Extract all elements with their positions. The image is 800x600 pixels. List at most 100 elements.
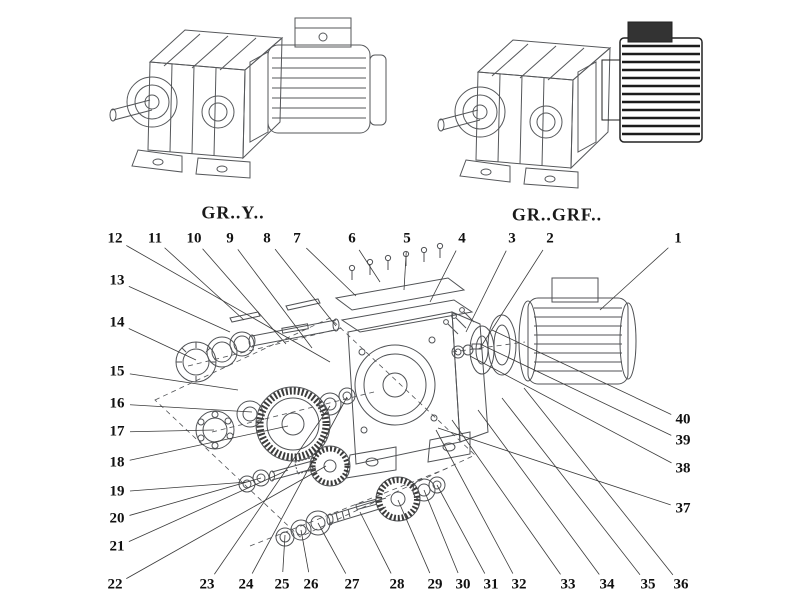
- callout-28: 28: [389, 576, 405, 593]
- leader-line-23: [214, 405, 331, 575]
- callout-40: 40: [675, 411, 691, 428]
- leader-line-12: [126, 245, 331, 363]
- callout-27: 27: [344, 576, 360, 593]
- leader-line-5: [403, 251, 407, 291]
- leader-line-10: [202, 248, 287, 345]
- variant-label-gr-y: GR..Y..: [201, 202, 265, 223]
- mounting-feet: [459, 159, 579, 189]
- leader-line-6: [358, 249, 381, 283]
- electric-motor: [249, 17, 387, 143]
- lower-shaft-group: [275, 476, 446, 547]
- leader-line-18: [129, 425, 289, 461]
- leader-line-27: [317, 522, 347, 574]
- callout-31: 31: [483, 576, 499, 593]
- callout-18: 18: [109, 454, 125, 471]
- callout-33: 33: [560, 576, 576, 593]
- callout-5: 5: [403, 230, 411, 247]
- leader-line-21: [128, 469, 289, 543]
- variant-label-gr-grf: GR..GRF..: [511, 204, 603, 225]
- leader-line-35: [501, 397, 641, 575]
- callout-34: 34: [599, 576, 615, 593]
- leader-line-8: [274, 248, 337, 327]
- leader-line-26: [300, 529, 310, 573]
- callout-15: 15: [109, 363, 125, 380]
- callout-32: 32: [511, 576, 527, 593]
- motor-assembly: [443, 277, 637, 385]
- leader-line-39: [479, 343, 672, 436]
- gear-housing: [345, 311, 489, 479]
- leader-line-19: [129, 481, 248, 492]
- leader-line-22: [126, 465, 327, 579]
- callout-10: 10: [186, 230, 202, 247]
- leader-line-17: [129, 429, 215, 433]
- leader-line-30: [423, 489, 459, 574]
- output-shaft: [109, 76, 178, 128]
- callout-23: 23: [199, 576, 215, 593]
- callout-39: 39: [675, 432, 691, 449]
- leader-line-20: [129, 477, 262, 516]
- callout-11: 11: [147, 230, 163, 247]
- callout-14: 14: [109, 314, 125, 331]
- callout-16: 16: [109, 395, 125, 412]
- output-shaft-group: [175, 298, 340, 383]
- pinion-shaft-group: [238, 445, 351, 493]
- callout-4: 4: [458, 230, 466, 247]
- leader-line-24: [251, 396, 348, 574]
- callout-22: 22: [107, 576, 123, 593]
- callout-17: 17: [109, 423, 125, 440]
- leader-line-7: [306, 247, 357, 297]
- leader-line-16: [129, 404, 253, 413]
- leader-line-9: [237, 249, 313, 349]
- callout-30: 30: [455, 576, 471, 593]
- leader-line-37: [437, 427, 671, 506]
- gearbox-housing: [147, 29, 284, 160]
- leader-line-25: [282, 534, 286, 573]
- callout-3: 3: [508, 230, 516, 247]
- callout-12: 12: [107, 230, 123, 247]
- leader-line-14: [128, 328, 197, 361]
- mounting-feet: [131, 149, 251, 179]
- callout-29: 29: [427, 576, 443, 593]
- exploded-parts-view: [154, 242, 637, 547]
- leader-line-40: [491, 329, 672, 415]
- output-shaft: [437, 86, 506, 138]
- leader-line-33: [451, 419, 561, 575]
- callout-6: 6: [348, 230, 356, 247]
- callout-38: 38: [675, 460, 691, 477]
- gearmotor-iso-view-gr-y: [109, 17, 387, 179]
- leader-line-2: [481, 249, 544, 346]
- leader-line-11: [164, 247, 245, 321]
- callout-19: 19: [109, 483, 125, 500]
- leader-line-15: [129, 373, 239, 391]
- top-cover-and-bolts: [334, 242, 474, 333]
- leader-line-31: [436, 484, 486, 574]
- callout-9: 9: [226, 230, 234, 247]
- callout-25: 25: [274, 576, 290, 593]
- callout-26: 26: [303, 576, 319, 593]
- callout-7: 7: [293, 230, 301, 247]
- leader-line-13: [128, 285, 231, 333]
- electric-motor-finned: [577, 21, 703, 153]
- gearbox-housing: [475, 39, 612, 170]
- callout-35: 35: [640, 576, 656, 593]
- leader-line-34: [477, 409, 600, 575]
- leader-line-28: [359, 511, 392, 574]
- leader-line-38: [469, 355, 672, 464]
- leader-lines: [126, 245, 674, 579]
- gearmotor-iso-view-gr-grf: [437, 21, 703, 189]
- callout-13: 13: [109, 272, 125, 289]
- leader-line-29: [397, 499, 431, 574]
- callout-36: 36: [673, 576, 689, 593]
- callout-37: 37: [675, 500, 691, 517]
- leader-line-3: [465, 250, 507, 333]
- leader-line-1: [599, 247, 669, 311]
- leader-line-32: [435, 429, 514, 574]
- callout-2: 2: [546, 230, 554, 247]
- callout-21: 21: [109, 538, 125, 555]
- callout-1: 1: [674, 230, 682, 247]
- leader-line-4: [429, 250, 457, 303]
- callout-8: 8: [263, 230, 271, 247]
- callout-20: 20: [109, 510, 125, 527]
